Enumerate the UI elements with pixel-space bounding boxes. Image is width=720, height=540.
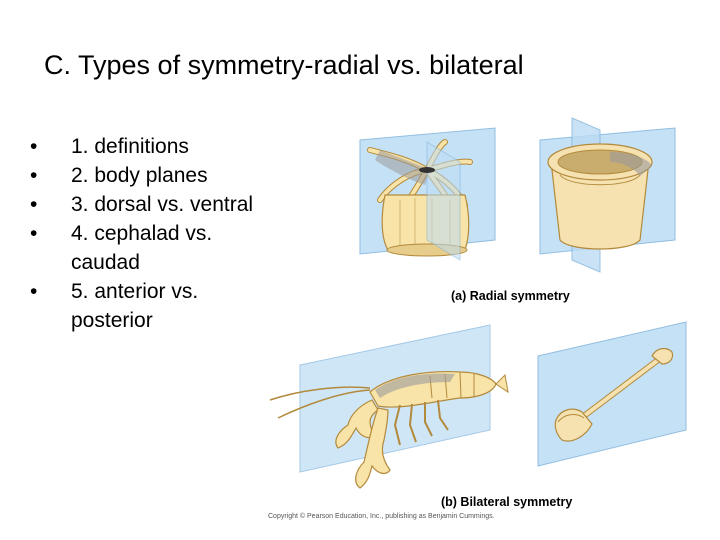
lobster-illustration <box>269 324 509 489</box>
bullet-item: • 2. body planes <box>30 161 270 190</box>
bullet-list: • 1. definitions • 2. body planes • 3. dors… <box>30 132 270 335</box>
bullet-marker: • <box>30 222 38 245</box>
bullet-item: • 1. definitions <box>30 132 270 161</box>
lobster-claw-right <box>355 407 391 489</box>
bullet-text: 2. body planes <box>71 164 208 187</box>
bullet-text: 3. dorsal vs. ventral <box>71 193 254 216</box>
pot-body <box>551 169 649 250</box>
bullet-item: • 3. dorsal vs. ventral <box>30 190 270 219</box>
bullet-item: • 4. cephalad vs. caudad <box>30 219 270 277</box>
sea-anemone-illustration <box>359 127 496 261</box>
bullet-marker: • <box>30 164 38 187</box>
shovel-illustration <box>537 321 687 467</box>
bullet-marker: • <box>30 193 38 216</box>
anemone-front-plane <box>426 141 461 261</box>
bilateral-symmetry-label: (b) Bilateral symmetry <box>441 495 573 509</box>
bullet-marker: • <box>30 280 38 303</box>
bullet-text: 4. cephalad vs. caudad <box>71 222 213 274</box>
bullet-text: 5. anterior vs. posterior <box>71 280 199 332</box>
radial-symmetry-label: (a) Radial symmetry <box>451 289 570 303</box>
copyright-caption: Copyright © Pearson Education, Inc., pub… <box>268 513 495 520</box>
bullet-item: • 5. anterior vs. posterior <box>30 277 270 335</box>
bullet-marker: • <box>30 135 38 158</box>
slide-title: C. Types of symmetry-radial vs. bilatera… <box>44 50 524 80</box>
symmetry-figure <box>269 117 687 489</box>
bullet-text: 1. definitions <box>71 135 189 158</box>
flower-pot-illustration <box>539 117 676 273</box>
